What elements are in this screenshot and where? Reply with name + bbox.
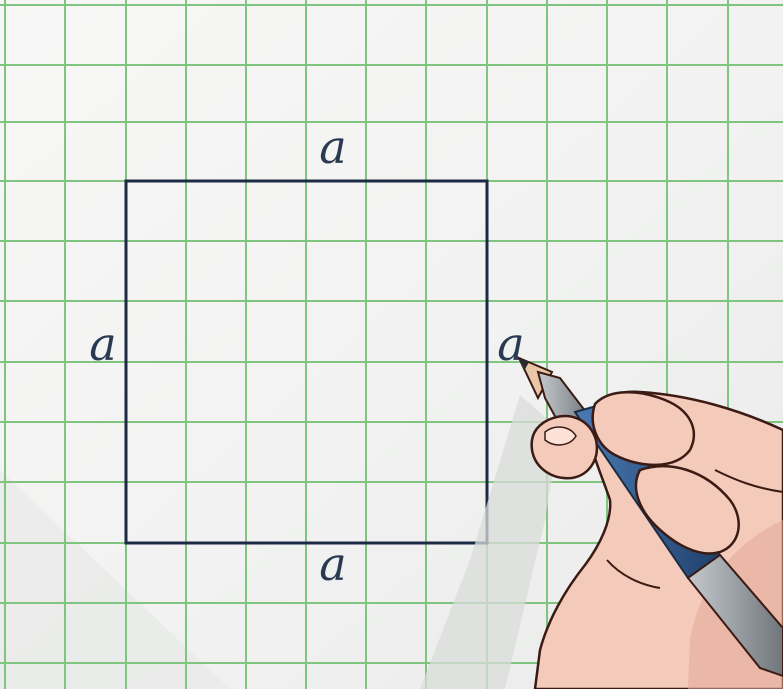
paper-shading [0,470,230,689]
label-top-side: a [319,120,346,174]
hand-holding-pen-icon [516,356,783,689]
label-bottom-side: a [319,537,346,591]
hand-shadow [420,395,560,689]
label-left-side: a [89,317,116,371]
square-shape [124,179,489,545]
